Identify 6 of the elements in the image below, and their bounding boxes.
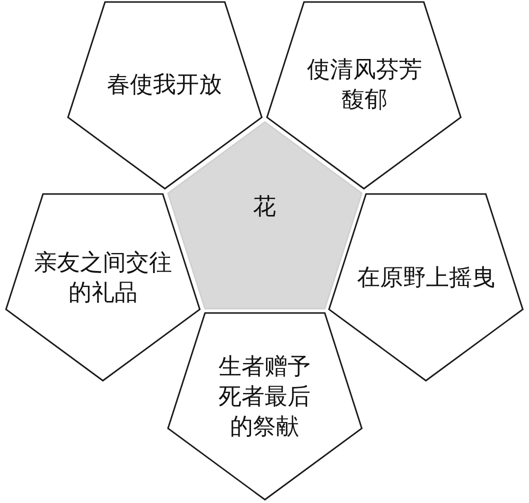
node-text: 使清风芬芳馥郁: [306, 56, 423, 114]
node-text: 生者赠予死者最后的祭献: [217, 352, 312, 441]
node-text: 花: [252, 192, 277, 221]
node-text: 在原野上摇曳: [356, 264, 496, 292]
node-text: 亲友之间交往的礼品: [32, 249, 173, 307]
node-text: 春使我开放: [106, 72, 224, 100]
